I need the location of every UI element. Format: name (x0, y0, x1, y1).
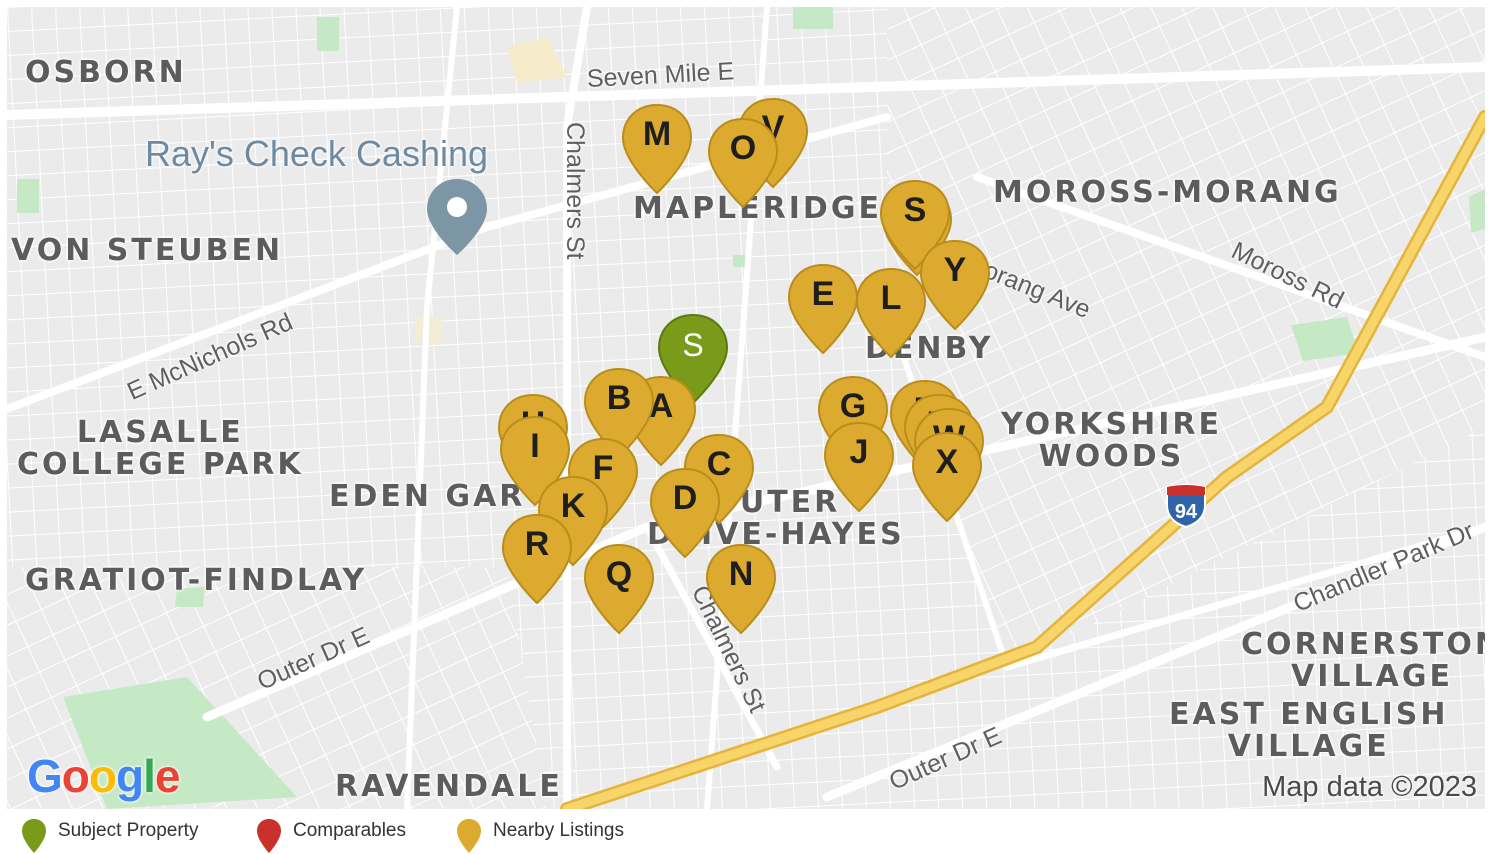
highway-shield-label: 94 (1175, 501, 1198, 523)
legend-label: Subject Property (58, 820, 199, 841)
marker-letter: B (606, 379, 632, 417)
marker-letter: E (811, 275, 835, 313)
neighborhood-label-line: YORKSHIRE (1001, 407, 1222, 442)
pin-icon (457, 819, 481, 853)
pin-icon (649, 467, 721, 559)
map-legend: Subject Property Comparables Nearby List… (0, 810, 1498, 854)
marker-letter: R (524, 525, 550, 563)
interstate-shield-icon: 94 (1166, 484, 1206, 529)
nearby-marker-j[interactable]: J (821, 419, 897, 515)
neighborhood-label-line: EDEN GAR (329, 479, 526, 514)
pin-icon (823, 421, 895, 513)
pin-icon (257, 819, 281, 853)
legend-comparables: Comparables (255, 818, 406, 854)
neighborhood-osborn: OSBORN (25, 57, 187, 89)
neighborhood-label-line: LASALLE (76, 415, 244, 450)
nearby-marker-y[interactable]: Y (917, 237, 993, 333)
marker-letter: D (672, 479, 698, 517)
google-logo: Google (27, 750, 180, 802)
neighborhood-label-line: MAPLERIDGE (633, 191, 882, 226)
pin-icon (501, 513, 573, 605)
marker-letter: X (935, 443, 959, 481)
pin-icon (911, 431, 983, 523)
pin-icon (705, 543, 777, 635)
neighborhood-label-line: RAVENDALE (335, 769, 563, 804)
marker-letter: M (642, 115, 672, 153)
neighborhood-label-line: MOROSS-MORANG (993, 175, 1342, 210)
pin-icon (22, 819, 46, 853)
poi-rays-check-cashing-label[interactable]: Ray's Check Cashing (145, 133, 489, 174)
neighborhood-label-line: VILLAGE (1291, 659, 1453, 694)
marker-letter: F (592, 449, 614, 487)
neighborhood-label-line: CORNERSTON (1241, 627, 1485, 662)
nearby-marker-q[interactable]: Q (581, 541, 657, 637)
pin-icon (879, 179, 951, 271)
pin-icon (707, 117, 779, 209)
nearby-marker-o[interactable]: O (705, 115, 781, 211)
marker-letter: N (728, 555, 754, 593)
neighborhood-ravendale: RAVENDALE (335, 771, 563, 803)
legend-label: Comparables (293, 820, 406, 841)
neighborhood-label-line: GRATIOT-FINDLAY (25, 563, 368, 598)
marker-letter: S (682, 327, 704, 363)
neighborhood-label-line: COLLEGE PARK (17, 447, 304, 482)
marker-letter: K (560, 487, 586, 525)
marker-letter: Q (605, 555, 633, 593)
nearby-marker-n[interactable]: N (703, 541, 779, 637)
marker-letter: G (839, 387, 867, 425)
neighborhood-moross-morang: MOROSS-MORANG (993, 177, 1342, 209)
neighborhood-mapleridge: MAPLERIDGE (633, 193, 882, 225)
neighborhood-gratiot-findlay: GRATIOT-FINDLAY (25, 565, 367, 597)
neighborhood-eden-gardens: EDEN GAR (329, 481, 525, 513)
nearby-marker-b[interactable]: B (581, 365, 657, 461)
nearby-marker-d[interactable]: D (647, 465, 723, 561)
marker-letter: I (530, 427, 540, 465)
pin-icon (919, 239, 991, 331)
legend-label: Nearby Listings (493, 820, 624, 841)
marker-letter: S (903, 191, 927, 229)
pin-icon (787, 263, 859, 355)
map-canvas[interactable]: OSBORN VON STEUBEN MAPLERIDGE MOROSS-MORANG… (7, 7, 1485, 809)
neighborhood-label-line: VON STEUBEN (11, 233, 284, 268)
marker-letter: L (880, 279, 902, 317)
pin-icon (855, 267, 927, 359)
nearby-marker-l[interactable]: L (853, 265, 929, 361)
neighborhood-label-line: EAST ENGLISH (1169, 697, 1449, 732)
location-pin-icon[interactable] (425, 177, 489, 257)
marker-letter: Y (943, 251, 967, 289)
street-chalmers-st-north: Chalmers St (561, 122, 589, 260)
pin-icon (583, 543, 655, 635)
map-attribution[interactable]: Map data ©2023 (1262, 771, 1477, 803)
nearby-marker-r[interactable]: R (499, 511, 575, 607)
legend-subject-property: Subject Property (20, 818, 198, 854)
legend-nearby-listings: Nearby Listings (455, 818, 624, 854)
neighborhood-label-line: WOODS (1038, 439, 1185, 474)
nearby-marker-s[interactable]: S (877, 177, 953, 273)
nearby-marker-e[interactable]: E (785, 261, 861, 357)
marker-letter: J (849, 433, 869, 471)
neighborhood-label-line: VILLAGE (1227, 729, 1390, 764)
marker-letter: O (729, 129, 757, 167)
marker-letter: C (706, 445, 732, 483)
pin-icon (621, 103, 693, 195)
neighborhood-von-steuben: VON STEUBEN (11, 235, 283, 267)
nearby-marker-x[interactable]: X (909, 429, 985, 525)
nearby-marker-m[interactable]: M (619, 101, 695, 197)
neighborhood-label-line: OSBORN (25, 55, 187, 90)
